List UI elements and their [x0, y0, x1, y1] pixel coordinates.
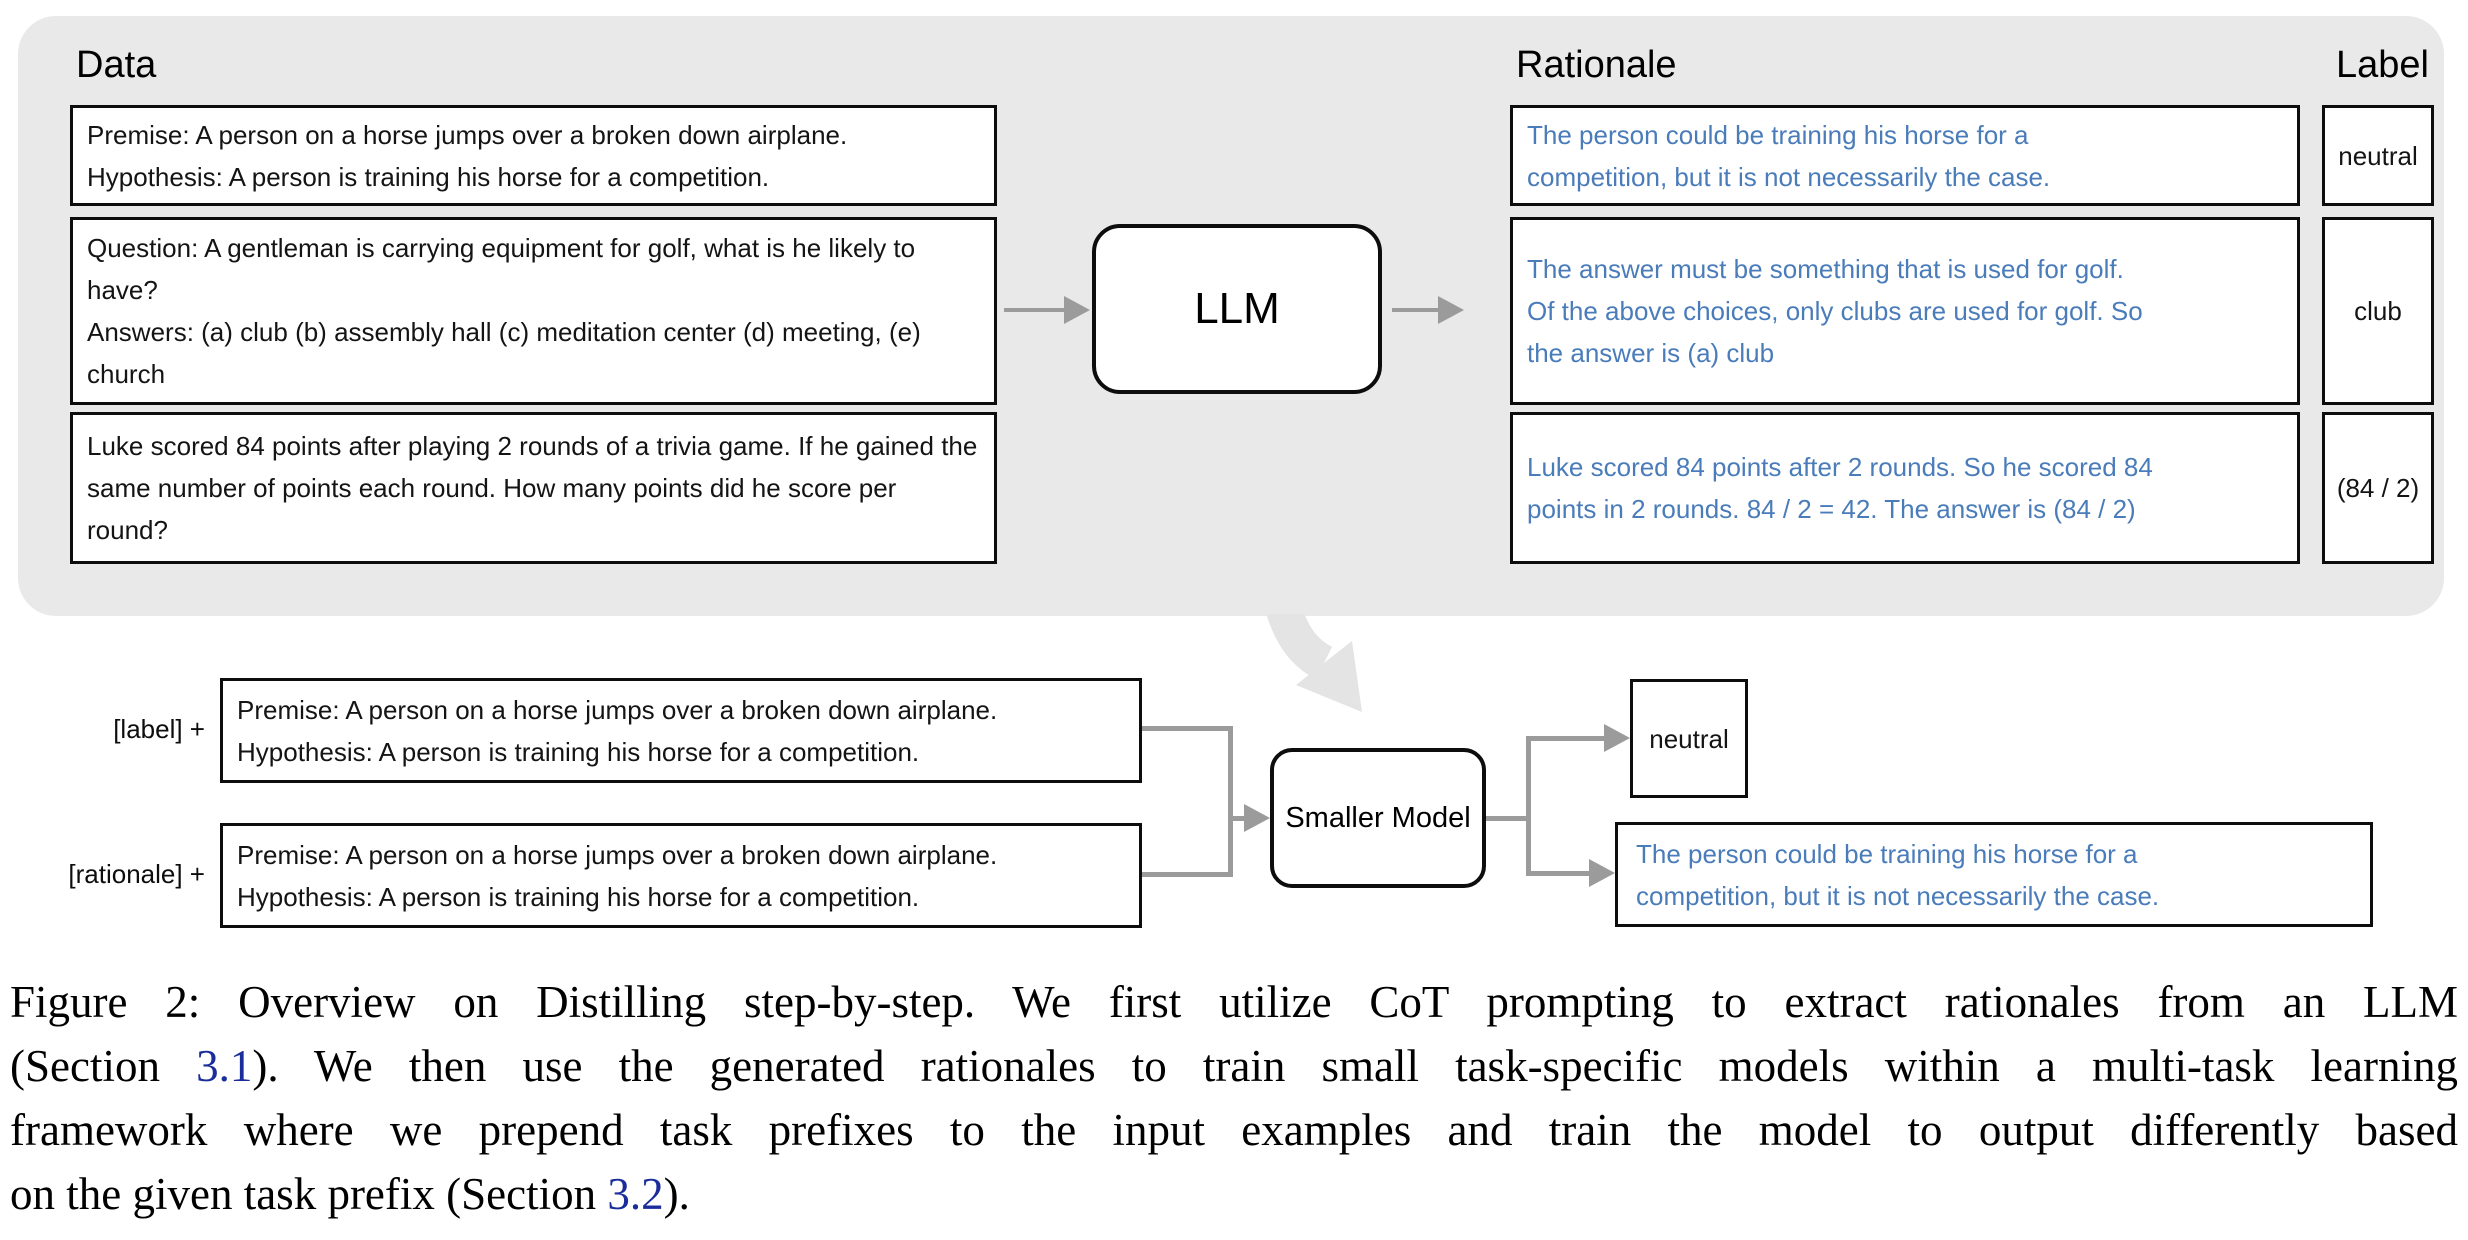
- caption-line-3: framework where we prepend task prefixes…: [10, 1105, 2458, 1155]
- arrow-right-icon: [1589, 859, 1615, 887]
- rationale-line: The person could be training his horse f…: [1527, 119, 2029, 150]
- rationale-box-math: Luke scored 84 points after 2 rounds. So…: [1510, 412, 2300, 564]
- llm-label: LLM: [1194, 284, 1280, 333]
- label-box-neutral: neutral: [2322, 105, 2434, 206]
- connector-input2: [1142, 872, 1233, 877]
- label-column-header: Label: [2336, 44, 2429, 86]
- label-box-84-2: (84 / 2): [2322, 412, 2434, 564]
- connector-to-rationale-output: [1531, 871, 1591, 876]
- connector-into-model: [1233, 816, 1246, 821]
- rationale-line: competition, but it is not necessarily t…: [1527, 161, 2051, 192]
- rationale-box-qa: The answer must be something that is use…: [1510, 217, 2300, 405]
- rationale-line: the answer is (a) club: [1527, 338, 1775, 368]
- connector-split-vertical: [1526, 736, 1531, 876]
- premise-line: Premise: A person on a horse jumps over …: [237, 694, 998, 725]
- data-box-nli: Premise: A person on a horse jumps over …: [70, 105, 997, 206]
- rationale-line: The answer must be something that is use…: [1527, 254, 2124, 284]
- output-label-box: neutral: [1630, 679, 1748, 798]
- label-box-club: club: [2322, 217, 2434, 405]
- hypothesis-line: Hypothesis: A person is training his hor…: [237, 881, 920, 912]
- data-box-qa: Question: A gentleman is carrying equipm…: [70, 217, 997, 405]
- rationale-box-nli: The person could be training his horse f…: [1510, 105, 2300, 206]
- input-box-label-task: Premise: A person on a horse jumps over …: [220, 678, 1142, 783]
- connector-llm-to-rationale: [1392, 308, 1440, 312]
- hypothesis-line: Hypothesis: A person is training his hor…: [237, 736, 920, 767]
- output-rationale-box: The person could be training his horse f…: [1615, 822, 2373, 927]
- section-3-2-link[interactable]: 3.2: [607, 1169, 664, 1219]
- data-column-header: Data: [76, 44, 157, 86]
- hypothesis-line: Hypothesis: A person is training his hor…: [87, 161, 770, 192]
- question-line: Question: A gentleman is carrying equipm…: [87, 233, 916, 305]
- label-value: (84 / 2): [2336, 473, 2420, 503]
- big-curved-down-arrow-icon: [1266, 614, 1362, 712]
- llm-box: LLM: [1092, 224, 1382, 394]
- rationale-line: points in 2 rounds. 84 / 2 = 42. The ans…: [1527, 494, 2136, 524]
- rationale-column-header: Rationale: [1516, 44, 1677, 86]
- rationale-line: Of the above choices, only clubs are use…: [1527, 296, 2143, 326]
- figure-caption: Figure 2: Overview on Distilling step-by…: [10, 970, 2458, 1226]
- section-3-1-link[interactable]: 3.1: [196, 1041, 253, 1091]
- output-label-value: neutral: [1649, 723, 1729, 754]
- label-value: club: [2354, 296, 2402, 326]
- caption-text: (Section: [10, 1041, 197, 1091]
- answers-line: Answers: (a) club (b) assembly hall (c) …: [87, 317, 921, 389]
- smaller-model-label: Smaller Model: [1285, 801, 1471, 834]
- caption-text: ). We then use the generated rationales …: [252, 1041, 2458, 1091]
- arrow-right-icon: [1604, 724, 1630, 752]
- connector-merge-vertical: [1228, 726, 1233, 877]
- arrow-right-icon: [1064, 296, 1090, 324]
- label-task-prefix: [label] +: [113, 714, 205, 744]
- rationale-line: The person could be training his horse f…: [1636, 838, 2138, 869]
- rationale-line: competition, but it is not necessarily t…: [1636, 880, 2160, 911]
- arrow-right-icon: [1438, 296, 1464, 324]
- caption-text: on the given task prefix (Section: [10, 1169, 608, 1219]
- caption-line-1: Figure 2: Overview on Distilling step-by…: [10, 977, 2458, 1027]
- smaller-model-box: Smaller Model: [1270, 748, 1486, 888]
- data-box-math: Luke scored 84 points after playing 2 ro…: [70, 412, 997, 564]
- rationale-task-prefix: [rationale] +: [68, 859, 205, 889]
- caption-text: ).: [663, 1169, 690, 1219]
- label-value: neutral: [2338, 140, 2418, 171]
- connector-data-to-llm: [1004, 308, 1066, 312]
- caption-line-2: (Section 3.1). We then use the generated…: [10, 1034, 2458, 1098]
- arrow-right-icon: [1244, 804, 1270, 832]
- premise-line: Premise: A person on a horse jumps over …: [87, 119, 848, 150]
- math-problem-text: Luke scored 84 points after playing 2 ro…: [87, 431, 978, 545]
- rationale-line: Luke scored 84 points after 2 rounds. So…: [1527, 452, 2153, 482]
- caption-line-4: on the given task prefix (Section 3.2).: [10, 1162, 2458, 1226]
- connector-model-out: [1486, 816, 1531, 821]
- connector-to-label-output: [1531, 736, 1606, 741]
- premise-line: Premise: A person on a horse jumps over …: [237, 839, 998, 870]
- input-box-rationale-task: Premise: A person on a horse jumps over …: [220, 823, 1142, 928]
- connector-input1: [1142, 726, 1233, 731]
